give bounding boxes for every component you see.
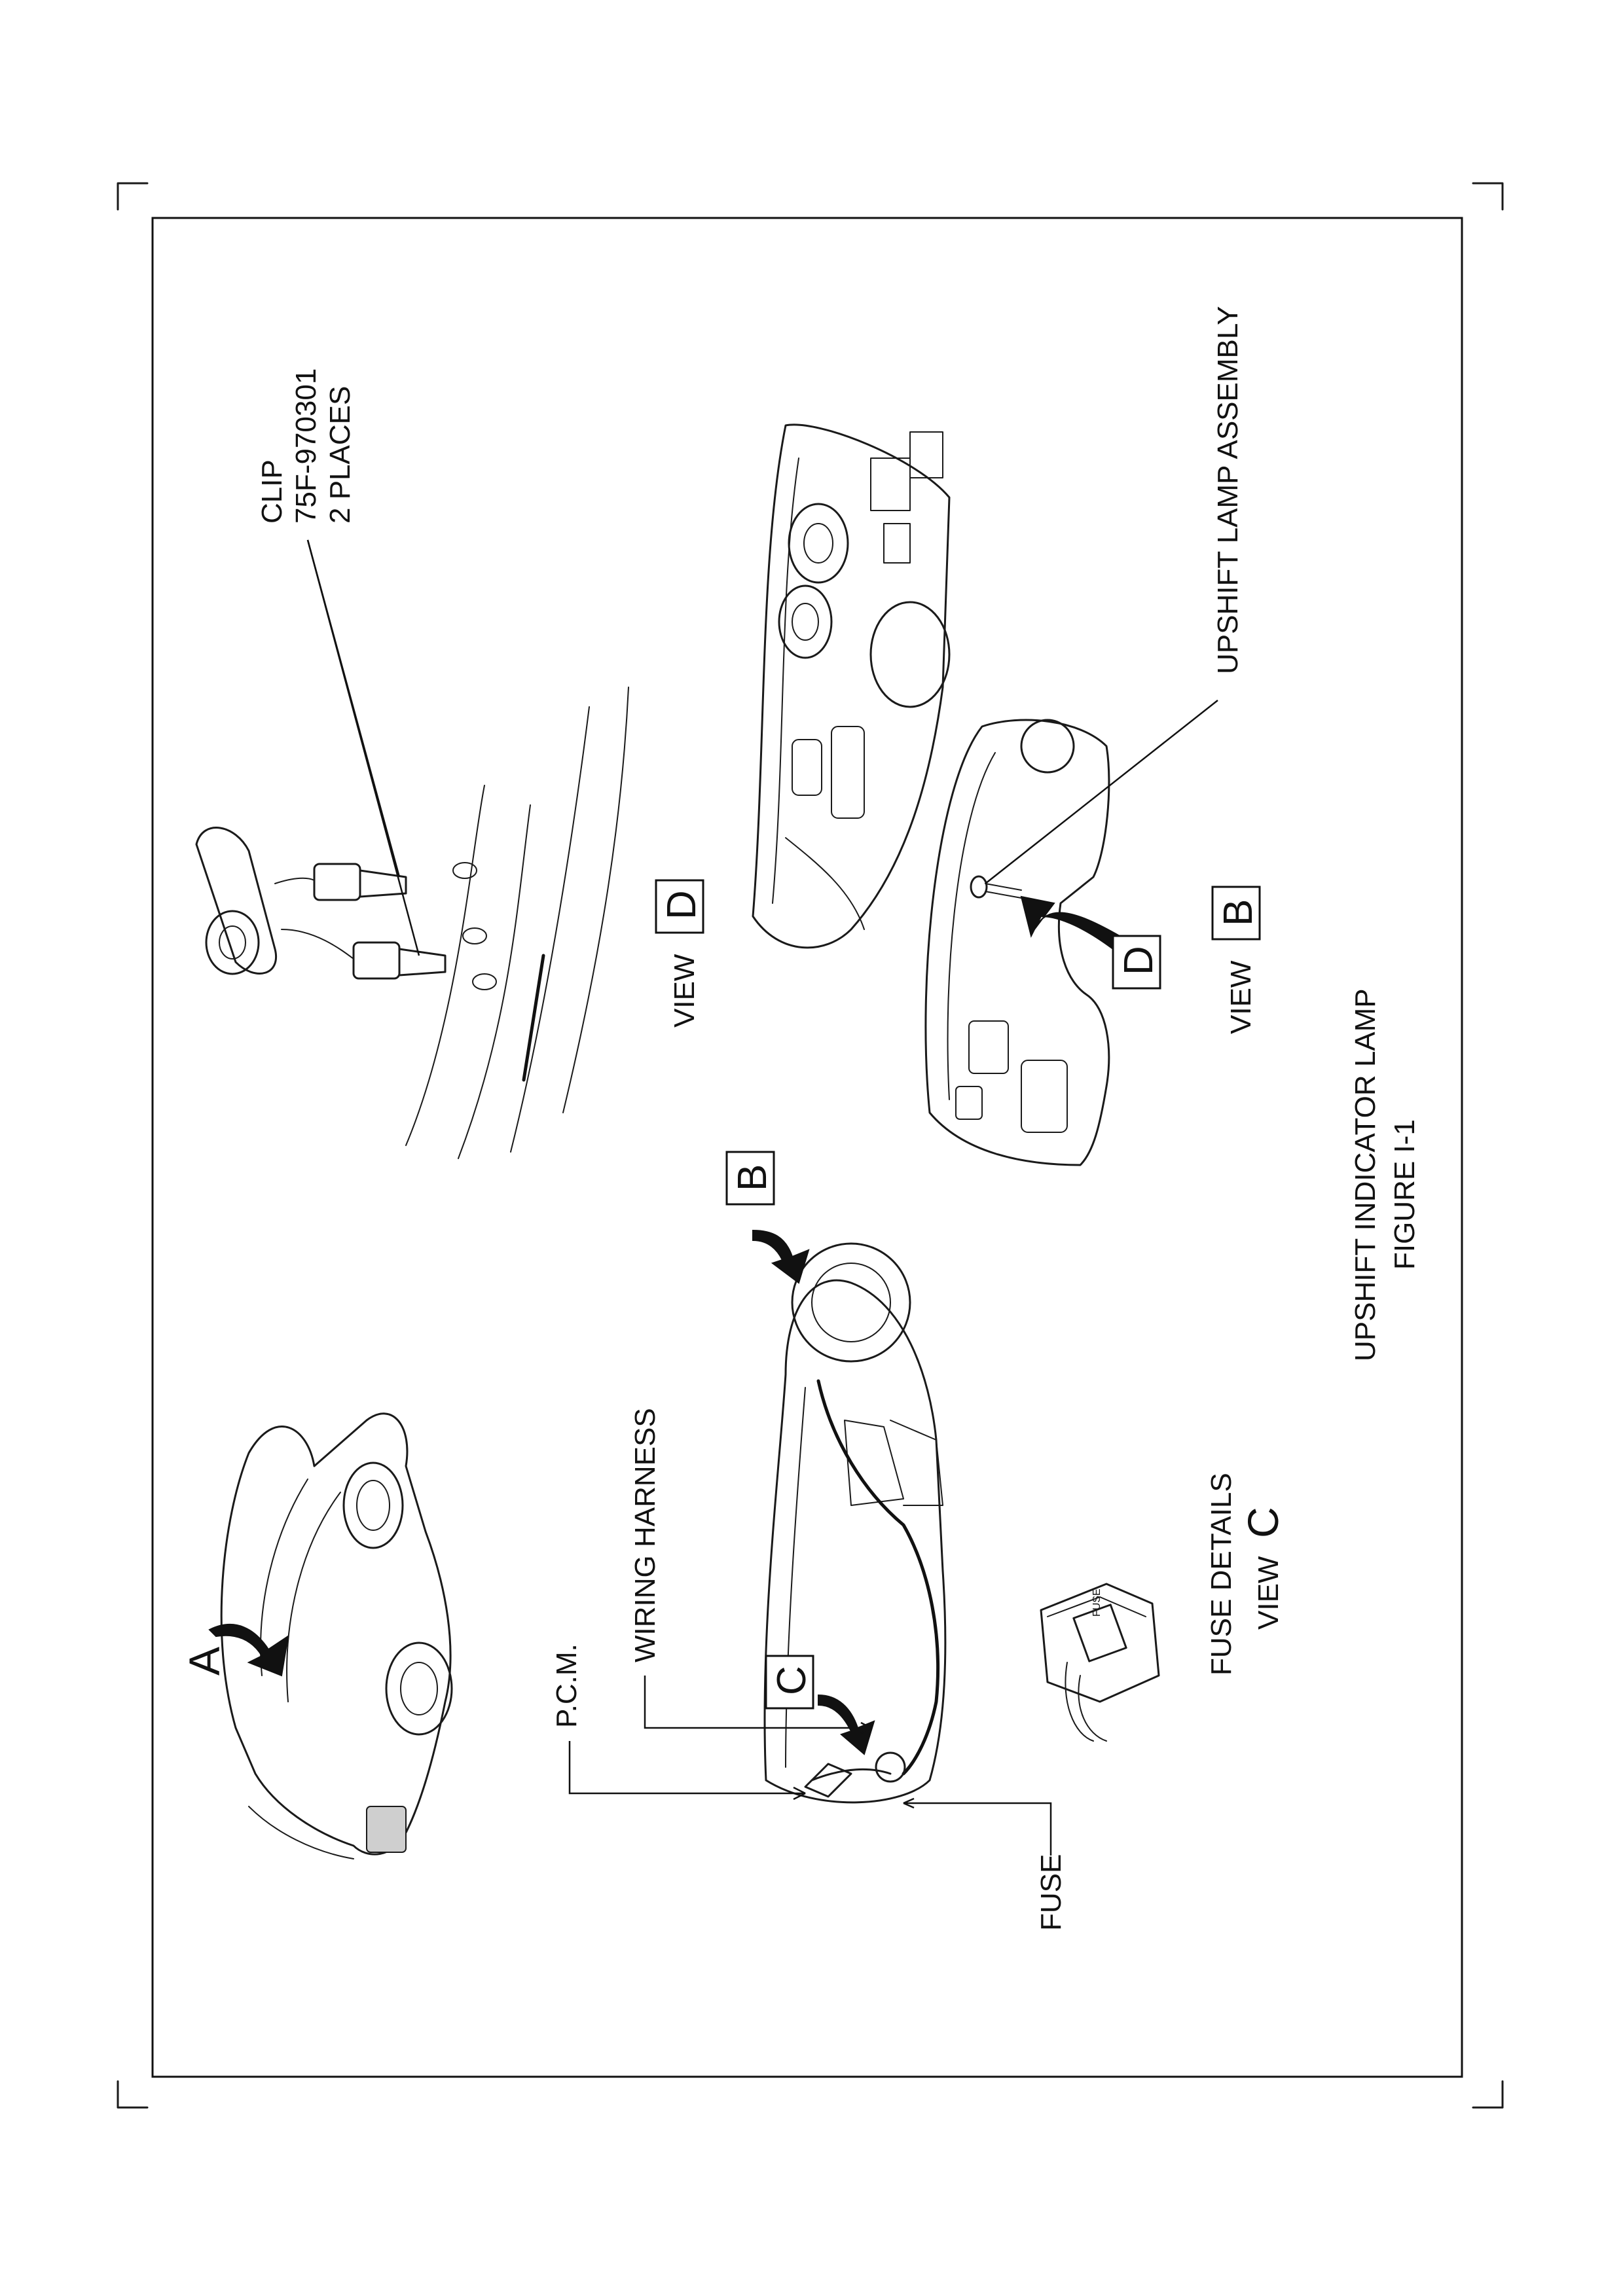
figure-title-block: UPSHIFT INDICATOR LAMP FIGURE I-1 — [1349, 988, 1421, 1361]
figure-title: UPSHIFT INDICATOR LAMP — [1349, 988, 1381, 1361]
fuse-detail-drawing: FUSE — [1041, 1584, 1159, 1741]
callout-b-letter: B — [730, 1164, 775, 1191]
clip-detail-drawing — [196, 540, 629, 1158]
clip-label-line1: CLIP — [256, 459, 288, 524]
clip-label: CLIP 75F-970301 2 PLACES — [256, 368, 356, 524]
figure-number: FIGURE I-1 — [1389, 1119, 1421, 1270]
upshift-lamp-bulb — [971, 876, 987, 897]
callout-d-letter: D — [1116, 946, 1161, 975]
view-c-letter: C — [1239, 1507, 1287, 1538]
pcm-label: P.C.M. — [551, 1643, 583, 1728]
wiring-harness-label: WIRING HARNESS — [629, 1408, 661, 1662]
view-d-word: VIEW — [668, 954, 701, 1028]
clip-label-line2: 75F-970301 — [290, 368, 322, 524]
upshift-lamp-assembly-label: UPSHIFT LAMP ASSEMBLY — [1212, 306, 1244, 674]
clip-part — [314, 864, 445, 978]
fuse-text: FUSE — [1035, 1854, 1067, 1931]
fuse-leader — [903, 1799, 1051, 1856]
view-b-letter: B — [1216, 899, 1261, 926]
fuse-tag-text: FUSE — [1091, 1588, 1103, 1617]
view-d-letter: D — [659, 890, 704, 920]
view-b-label: VIEW B — [1213, 887, 1261, 1034]
callout-d: D — [1113, 936, 1161, 988]
view-d-dashboard-drawing — [753, 425, 949, 948]
callout-a: A — [180, 1624, 288, 1676]
clip-label-line3: 2 PLACES — [324, 386, 356, 524]
fuse-details-text: FUSE DETAILS — [1205, 1473, 1237, 1676]
callout-c: C — [766, 1656, 874, 1754]
wiring-harness-text: WIRING HARNESS — [629, 1408, 661, 1662]
view-d-label: VIEW D — [656, 880, 704, 1028]
dashboard-wiring-drawing — [765, 1244, 945, 1803]
upshift-lamp-assembly-text: UPSHIFT LAMP ASSEMBLY — [1212, 306, 1244, 674]
view-b-word: VIEW — [1225, 960, 1257, 1034]
callout-c-letter: C — [769, 1666, 814, 1695]
callout-b: B — [727, 1152, 809, 1283]
view-c-word: VIEW — [1252, 1556, 1285, 1630]
pcm-text: P.C.M. — [551, 1643, 583, 1728]
upshift-lamp-panel-drawing — [926, 700, 1218, 1165]
callout-a-letter: A — [180, 1647, 228, 1676]
fuse-details-label: FUSE DETAILS VIEW C — [1205, 1473, 1287, 1676]
pcm-leader — [570, 1741, 805, 1799]
fuse-label: FUSE — [1035, 1854, 1067, 1931]
